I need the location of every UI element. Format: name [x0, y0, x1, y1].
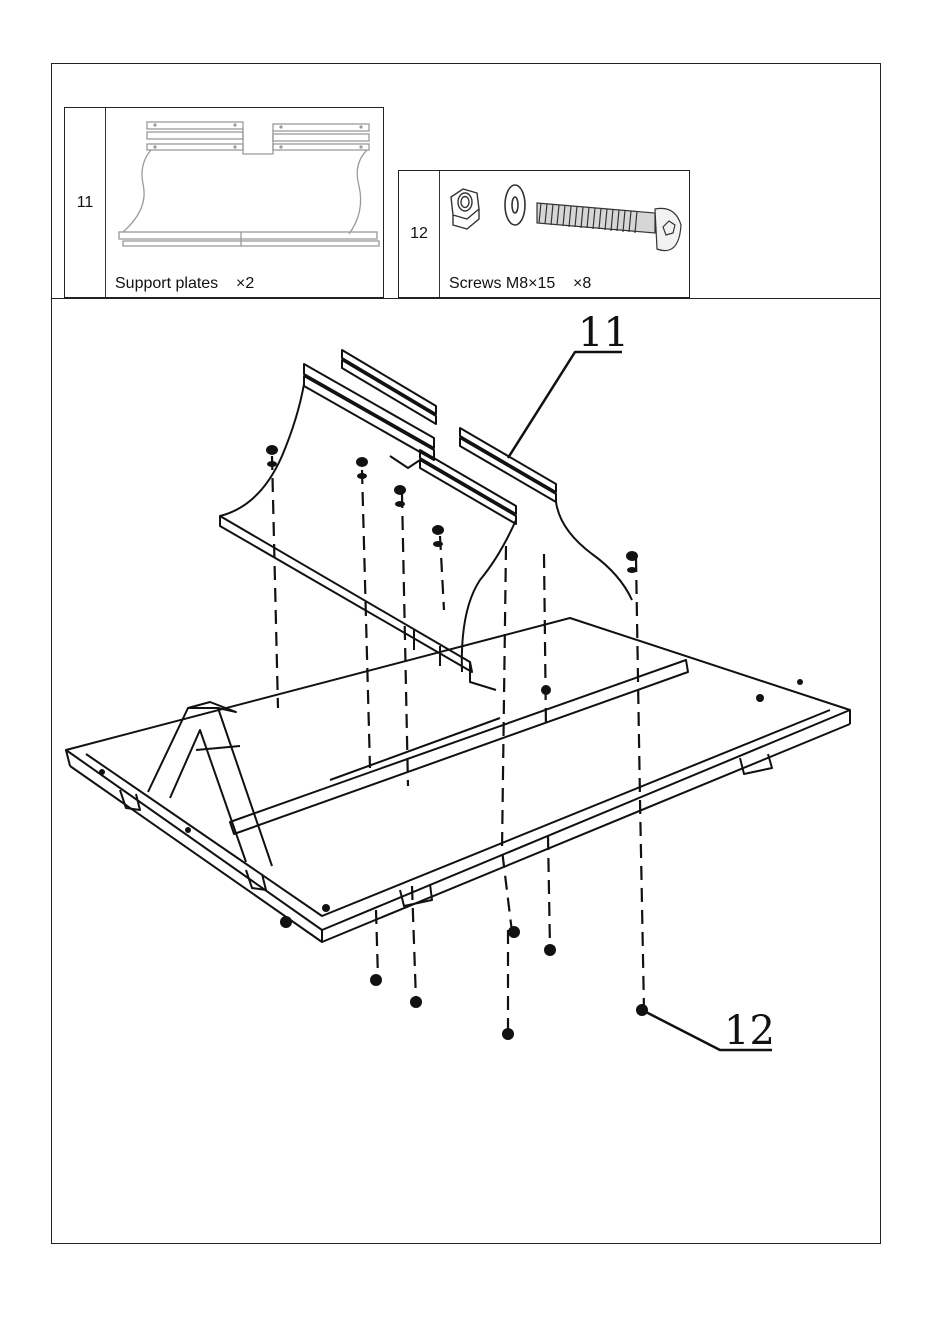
- part-box-screws: 12 Screws M8×15 ×8: [398, 170, 690, 298]
- callout-leader-11: [508, 352, 622, 458]
- part-name: Support plates: [115, 275, 218, 292]
- screw-icon: [537, 203, 681, 251]
- part-number: 12: [399, 171, 440, 297]
- washer-icon: [505, 185, 525, 225]
- part-box-support-plates: 11 Support plates ×2: [64, 107, 384, 298]
- part-caption: Screws M8×15 ×8: [449, 275, 591, 293]
- callout-label-12: 12: [724, 1008, 775, 1054]
- part-number: 11: [65, 108, 106, 297]
- part-caption: Support plates ×2: [115, 275, 254, 293]
- assembly-diagram: 11 12: [60, 310, 860, 1080]
- nut-washer-screw-sketch: [443, 175, 689, 271]
- part-quantity: ×2: [236, 275, 254, 292]
- base-frame: [66, 618, 850, 942]
- part-quantity: ×8: [573, 275, 591, 292]
- callout-label-11: 11: [578, 310, 629, 356]
- part-name: Screws M8×15: [449, 275, 555, 292]
- support-plate-sketch: [109, 114, 381, 274]
- section-divider: [51, 298, 881, 299]
- support-plates: [220, 350, 632, 690]
- nut-icon: [451, 189, 479, 229]
